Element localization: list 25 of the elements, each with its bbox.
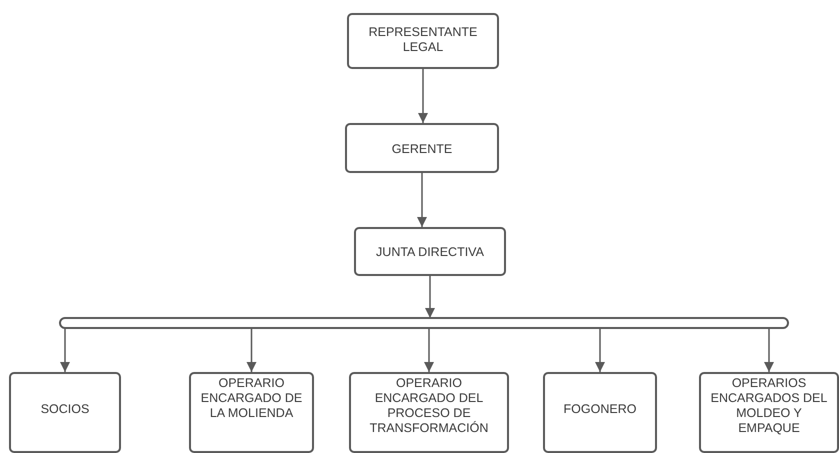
box-label: OPERARIO ENCARGADO DEL PROCESO DE TRANSFORMACIÓN [368, 376, 490, 436]
connector-bar [59, 317, 789, 329]
arrow [246, 328, 256, 372]
arrow [418, 69, 428, 123]
org-box [354, 227, 506, 276]
box-label: JUNTA DIRECTIVA [375, 245, 485, 260]
box-label: OPERARIOS ENCARGADOS DEL MOLDEO Y EMPAQUE [710, 376, 828, 436]
arrow [424, 328, 434, 372]
org-box [543, 372, 657, 453]
box-label: GERENTE [390, 142, 454, 157]
org-box [699, 372, 839, 453]
org-box [189, 372, 314, 453]
arrow [417, 173, 427, 227]
box-label: FOGONERO [562, 402, 638, 417]
arrow [595, 328, 605, 372]
arrow [425, 276, 435, 318]
org-box [9, 372, 121, 453]
org-box [347, 13, 499, 69]
arrow [60, 328, 70, 372]
box-label: SOCIOS [40, 402, 90, 417]
box-label: OPERARIO ENCARGADO DE LA MOLIENDA [200, 376, 304, 421]
arrow [764, 328, 774, 372]
org-box [345, 123, 499, 173]
box-label: REPRESENTANTE LEGAL [368, 25, 478, 55]
org-box [349, 372, 509, 453]
